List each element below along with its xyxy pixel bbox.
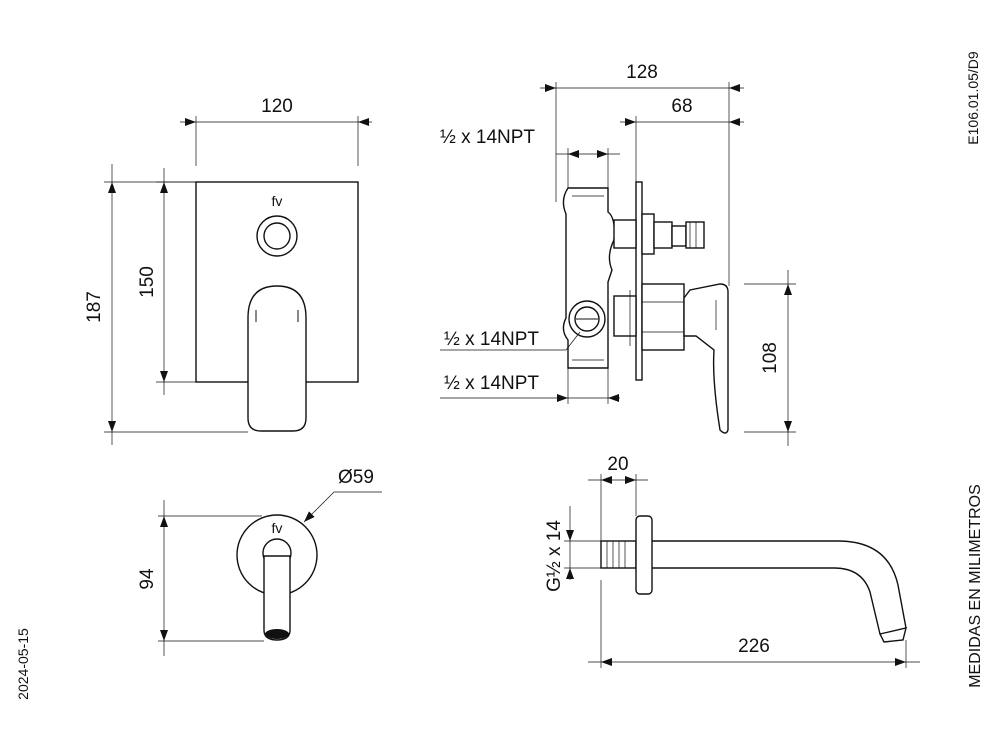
front-view-mixer: fv xyxy=(195,181,359,432)
dim-side-handle-height: 108 xyxy=(744,270,796,446)
drawing-date: 2024-05-15 xyxy=(15,628,31,700)
dim-thread-top: ½ x 14NPT xyxy=(440,127,620,188)
thread-bottom-label: ½ x 14NPT xyxy=(444,373,539,394)
front-total-height-label: 187 xyxy=(84,291,105,323)
thread-middle-label: ½ x 14NPT xyxy=(444,329,539,350)
dim-spout-diameter: Ø59 xyxy=(301,467,382,525)
spout-front-view: fv xyxy=(236,514,318,641)
units-note: MEDIDAS EN MILIMETROS xyxy=(967,484,984,688)
spout-thread-label: G½ x 14 xyxy=(544,520,565,592)
lever-handle xyxy=(247,285,307,432)
thread-top-label: ½ x 14NPT xyxy=(440,127,535,148)
spout-side-view xyxy=(600,515,907,643)
spout-outlet xyxy=(878,627,907,643)
spout-diameter-label: Ø59 xyxy=(338,467,374,488)
lever-side-profile xyxy=(683,283,729,434)
front-width-label: 120 xyxy=(261,96,293,117)
brand-logo: fv xyxy=(272,193,283,209)
dim-side-total-depth: 128 xyxy=(540,62,744,286)
side-total-depth-label: 128 xyxy=(626,62,658,83)
cartridge-body xyxy=(641,283,685,351)
dim-front-width: 120 xyxy=(180,96,372,166)
side-body-depth-label: 68 xyxy=(671,96,692,117)
drawing-code: E106.01.05/D9 xyxy=(965,51,981,145)
spout-arm xyxy=(652,540,907,629)
spout-flange-side xyxy=(635,515,653,595)
side-handle-height-label: 108 xyxy=(760,342,781,374)
front-plate-height-label: 150 xyxy=(137,266,158,298)
valve-body xyxy=(562,187,616,369)
spout-front-height-label: 94 xyxy=(137,568,158,590)
dim-thread-middle: ½ x 14NPT xyxy=(440,329,581,351)
dim-spout-front-height: 94 xyxy=(137,500,264,656)
dim-front-total-height: 187 xyxy=(84,164,248,445)
dim-thread-bottom: ½ x 14NPT xyxy=(440,368,620,404)
spout-brand-logo: fv xyxy=(272,520,283,536)
dim-spout-length: 226 xyxy=(588,580,920,668)
dim-spout-thread-length: 20 xyxy=(588,454,648,541)
dim-side-body-depth: 68 xyxy=(620,96,744,182)
spout-body-front xyxy=(263,555,291,641)
side-cover-plate xyxy=(635,181,643,381)
spout-thread-length-label: 20 xyxy=(607,454,628,475)
spout-thread-stub xyxy=(600,540,637,569)
spout-length-label: 226 xyxy=(738,636,770,657)
dim-spout-thread: G½ x 14 xyxy=(544,506,601,592)
dim-front-plate-height: 150 xyxy=(137,168,196,395)
side-view-valve xyxy=(562,181,729,434)
